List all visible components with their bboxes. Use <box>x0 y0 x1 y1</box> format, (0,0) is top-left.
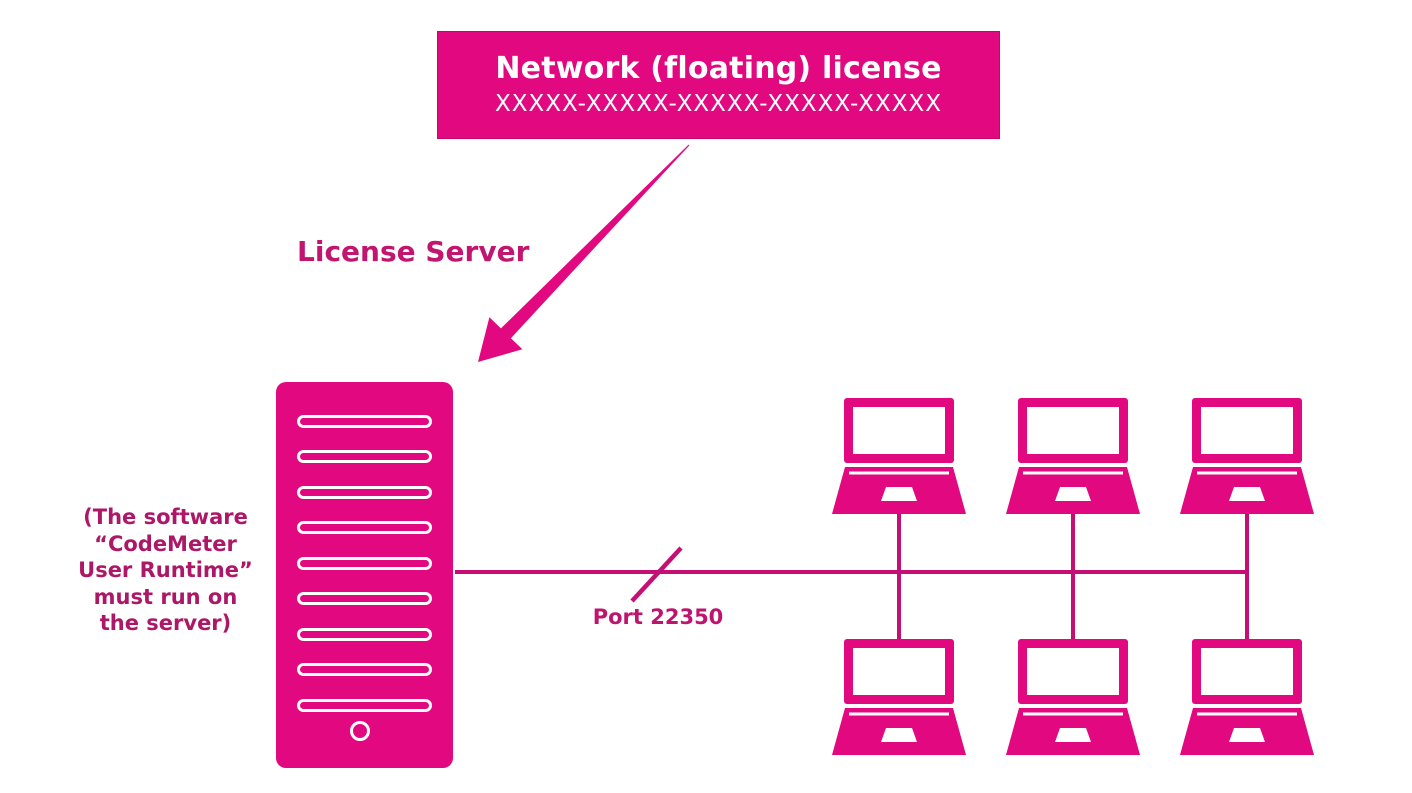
server-note: (The software “CodeMeter User Runtime” m… <box>78 505 253 635</box>
license-key-mask: XXXXX-XXXXX-XXXXX-XXXXX-XXXXX <box>495 91 942 118</box>
license-box-title: Network (floating) license <box>495 51 942 87</box>
server-slot <box>297 592 432 605</box>
server-slot <box>297 699 432 712</box>
laptop-icon <box>1006 639 1140 755</box>
license-server-label: License Server <box>297 235 530 268</box>
server-slot <box>297 557 432 570</box>
server-slot <box>297 415 432 428</box>
client-laptop-top-2 <box>1006 398 1140 514</box>
laptop-icon <box>832 398 966 514</box>
license-key-box: Network (floating) license XXXXX-XXXXX-X… <box>437 31 1000 139</box>
client-laptop-bottom-2 <box>1006 639 1140 755</box>
client-laptop-bottom-3 <box>1180 639 1314 755</box>
server-slot <box>297 663 432 676</box>
port-slash-icon <box>630 546 683 603</box>
server-slot <box>297 486 432 499</box>
laptop-icon <box>1180 398 1314 514</box>
laptop-icon <box>832 639 966 755</box>
server-power-led <box>350 721 370 741</box>
server-tower-icon <box>276 382 453 768</box>
server-slot <box>297 628 432 641</box>
laptop-icon <box>1006 398 1140 514</box>
laptop-icon <box>1180 639 1314 755</box>
client-laptop-top-1 <box>832 398 966 514</box>
server-slot <box>297 521 432 534</box>
server-slot <box>297 450 432 463</box>
client-laptop-bottom-1 <box>832 639 966 755</box>
client-laptop-top-3 <box>1180 398 1314 514</box>
port-label: Port 22350 <box>592 605 724 629</box>
